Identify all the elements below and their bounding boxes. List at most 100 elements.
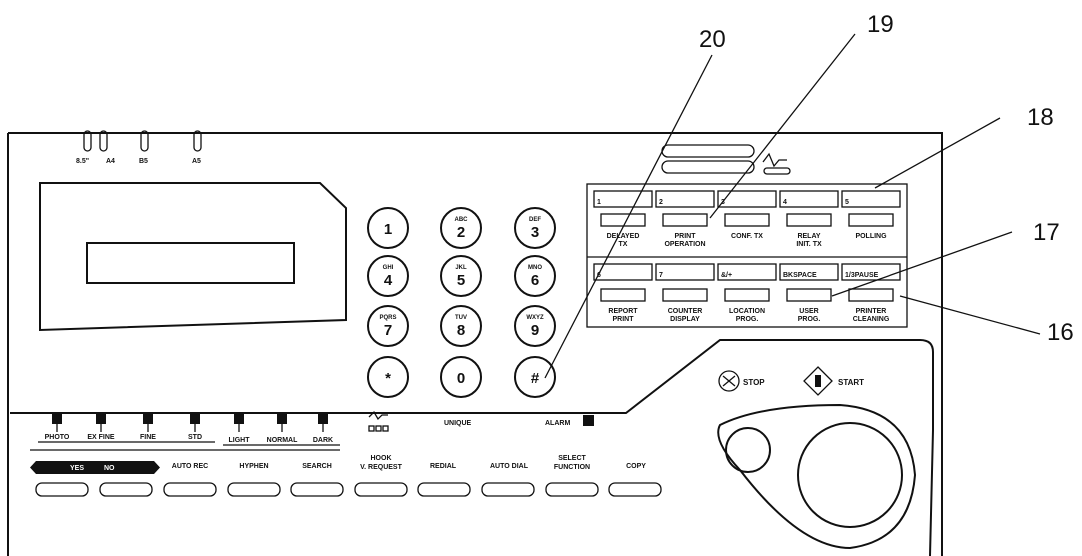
function-key-button [662, 213, 708, 227]
keypad-key[interactable]: 0 [440, 356, 482, 398]
key-circle [514, 207, 556, 249]
indicator-label: FINE [140, 434, 156, 441]
key-circle [514, 305, 556, 347]
resolution-indicator: STD [188, 414, 202, 441]
soft-key[interactable] [35, 482, 89, 497]
soft-key[interactable] [99, 482, 153, 497]
yes-label: YES [70, 465, 84, 472]
key-digit: # [531, 370, 540, 387]
key-digit: 7 [384, 322, 392, 339]
keypad-key[interactable]: 1 [367, 207, 409, 249]
key-circle [367, 255, 409, 297]
resolution-indicator: EX FINE [87, 414, 115, 441]
jog-dial[interactable] [717, 403, 917, 550]
handset-icon [763, 167, 791, 175]
start-label: START [838, 378, 864, 387]
soft-key[interactable] [417, 482, 471, 497]
one-touch-key[interactable]: &/+ [717, 263, 777, 281]
paper-size-label: A5 [192, 158, 201, 165]
function-key-label: OPERATION [664, 241, 705, 248]
key-digit: * [385, 370, 391, 387]
indicator-led [52, 414, 62, 424]
soft-key-label: SEARCH [302, 463, 332, 470]
soft-key[interactable] [545, 482, 599, 497]
one-touch-label: BKSPACE [783, 272, 817, 279]
callout-17: 17 [1033, 219, 1060, 246]
indicator-led [190, 414, 200, 424]
function-key-button [662, 288, 708, 302]
function-key-label: DELAYED [607, 233, 640, 240]
one-touch-key[interactable]: 4 [779, 190, 839, 208]
key-circle [440, 305, 482, 347]
indicator-label: PHOTO [45, 434, 70, 441]
one-touch-key[interactable]: 3 [717, 190, 777, 208]
one-touch-key[interactable]: 5 [841, 190, 901, 208]
stop-button[interactable]: STOP [718, 370, 765, 392]
function-key[interactable]: POLLING [848, 213, 894, 240]
function-key[interactable]: CONF. TX [724, 213, 770, 240]
soft-key-label: SELECT [558, 455, 586, 462]
function-key-button [600, 288, 646, 302]
keypad-key[interactable]: # [514, 356, 556, 398]
one-touch-key[interactable]: 7 [655, 263, 715, 281]
one-touch-key[interactable]: 2 [655, 190, 715, 208]
callout-18: 18 [1027, 104, 1054, 131]
soft-key[interactable] [354, 482, 408, 497]
indicator-label: EX FINE [87, 434, 115, 441]
indicator-label: LIGHT [229, 437, 251, 444]
one-touch-key[interactable]: 1 [593, 190, 653, 208]
one-touch-key[interactable]: 6 [593, 263, 653, 281]
key-digit: 9 [531, 322, 539, 339]
key-circle [514, 255, 556, 297]
one-touch-key[interactable]: 1/3PAUSE [841, 263, 901, 281]
function-key-label: USER [799, 308, 818, 315]
key-letters: WXYZ [526, 315, 544, 321]
key-digit: 2 [457, 224, 465, 241]
callout-19: 19 [867, 11, 894, 38]
indicator-label: STD [188, 434, 202, 441]
key-letters: GHI [383, 265, 394, 271]
key-circle [440, 255, 482, 297]
indicator-led [318, 414, 328, 424]
function-key-label: TX [619, 241, 628, 248]
key-circle [367, 356, 409, 398]
soft-key[interactable] [163, 482, 217, 497]
key-letters: PQRS [379, 315, 396, 321]
one-touch-panel [586, 183, 908, 328]
line-icon [368, 410, 389, 432]
soft-key[interactable] [608, 482, 662, 497]
contrast-indicator: DARK [313, 414, 333, 444]
callout-20: 20 [699, 26, 726, 53]
paper-size-label: A4 [106, 158, 115, 165]
key-digit: 0 [457, 370, 465, 387]
keypad-key[interactable]: * [367, 356, 409, 398]
function-key-label: POLLING [855, 233, 887, 240]
start-button[interactable]: START [803, 366, 864, 396]
soft-key[interactable] [290, 482, 344, 497]
function-key-label: PRINTER [856, 308, 887, 315]
soft-key-label: AUTO REC [172, 463, 208, 470]
soft-key[interactable] [227, 482, 281, 497]
indicator-led [96, 414, 106, 424]
one-touch-key[interactable]: BKSPACE [779, 263, 839, 281]
one-touch-label: &/+ [721, 272, 732, 279]
soft-key[interactable] [481, 482, 535, 497]
key-circle [367, 207, 409, 249]
